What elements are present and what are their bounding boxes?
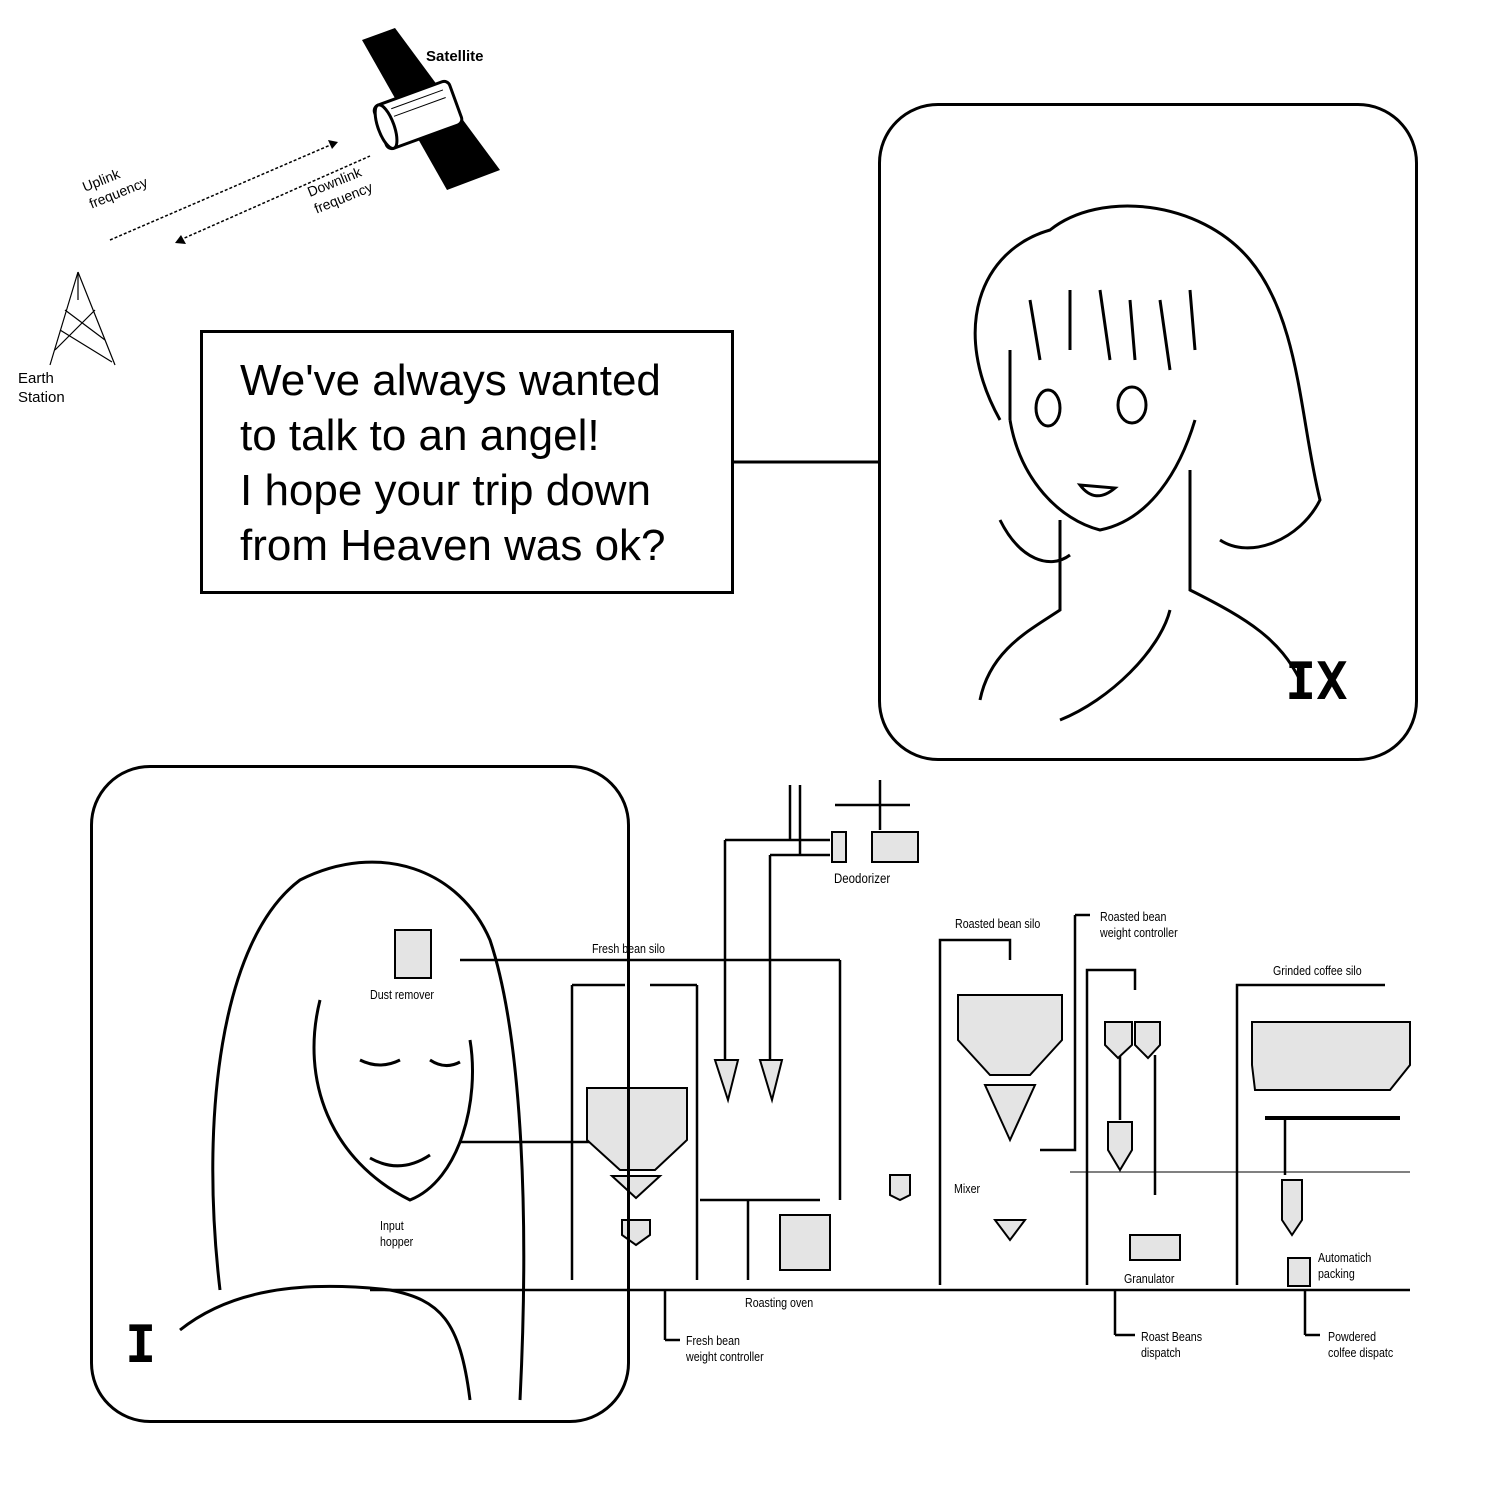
- coffee-process-diagram: [370, 780, 1410, 1342]
- speech-text: We've always wanted to talk to an angel!…: [240, 353, 666, 573]
- process-vessels: [394, 831, 1411, 1287]
- signal-arrows: [109, 142, 371, 241]
- label-roasted-bean-weight-controller: Roasted bean weight controller: [1100, 909, 1178, 941]
- label-roasting-oven: Roasting oven: [745, 1295, 814, 1310]
- satellite-label: Satellite: [426, 48, 484, 65]
- comic-panel-top-right: [878, 103, 1418, 761]
- label-roasted-bean-silo: Roasted bean silo: [955, 916, 1041, 931]
- speech-bubble: We've always wanted to talk to an angel!…: [200, 330, 734, 594]
- speech-line: I hope your trip down: [240, 466, 651, 515]
- speech-line: We've always wanted: [240, 356, 661, 405]
- label-fresh-bean-weight-controller: Fresh bean weight controller: [686, 1333, 764, 1365]
- label-dust-remover: Dust remover: [370, 987, 434, 1002]
- earth-station-label: Earth Station: [18, 370, 65, 406]
- label-mixer: Mixer: [954, 1181, 981, 1196]
- satellite-icon: [362, 28, 500, 190]
- label-fresh-bean-silo: Fresh bean silo: [592, 941, 665, 956]
- label-grinded-coffee-silo: Grinded coffee silo: [1273, 963, 1362, 978]
- earth-station-tower-icon: [49, 271, 116, 366]
- label-roast-beans-dispatch: Roast Beans dispatch: [1141, 1329, 1203, 1361]
- panel-numeral-i: I: [125, 1315, 157, 1375]
- speech-line: from Heaven was ok?: [240, 521, 666, 570]
- label-granulator: Granulator: [1124, 1271, 1175, 1286]
- girl-portrait-top: [973, 204, 1322, 722]
- label-powdered-coffee-dispatch: Powdered colfee dispatc: [1328, 1329, 1394, 1361]
- panel-numeral-ix: IX: [1285, 652, 1348, 712]
- label-automatic-packing: Automatich packing: [1318, 1250, 1372, 1282]
- speech-line: to talk to an angel!: [240, 411, 600, 460]
- label-input-hopper: Input hopper: [380, 1218, 414, 1250]
- label-deodorizer: Deodorizer: [834, 870, 891, 886]
- comic-panel-bottom-left: [90, 765, 630, 1423]
